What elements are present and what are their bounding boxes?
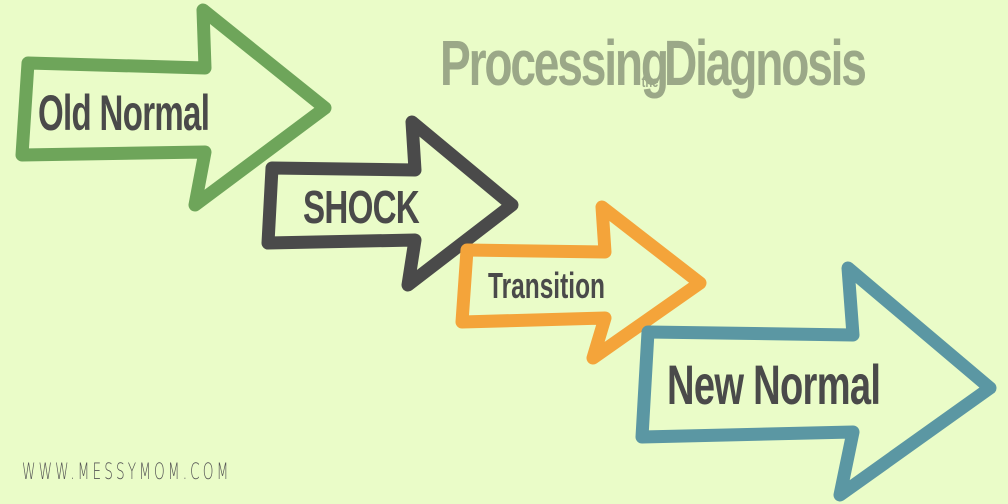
stage-label-old-normal: Old Normal xyxy=(38,85,210,141)
arrow-transition xyxy=(455,200,707,365)
arrow-old-normal xyxy=(15,3,332,212)
arrow-shock xyxy=(261,115,519,292)
title-processing: Processing xyxy=(440,27,669,99)
arrow-new-normal xyxy=(635,261,997,502)
site-url: WWW.MESSYMOM.COM xyxy=(22,460,232,485)
stage-label-shock: SHOCK xyxy=(303,181,420,233)
stage-label-transition: Transition xyxy=(488,265,605,306)
title-the: the xyxy=(641,74,659,91)
page-title: Processing the Diagnosis xyxy=(440,27,943,100)
stage-label-new-normal: New Normal xyxy=(667,353,881,416)
title-diagnosis: Diagnosis xyxy=(664,27,867,99)
